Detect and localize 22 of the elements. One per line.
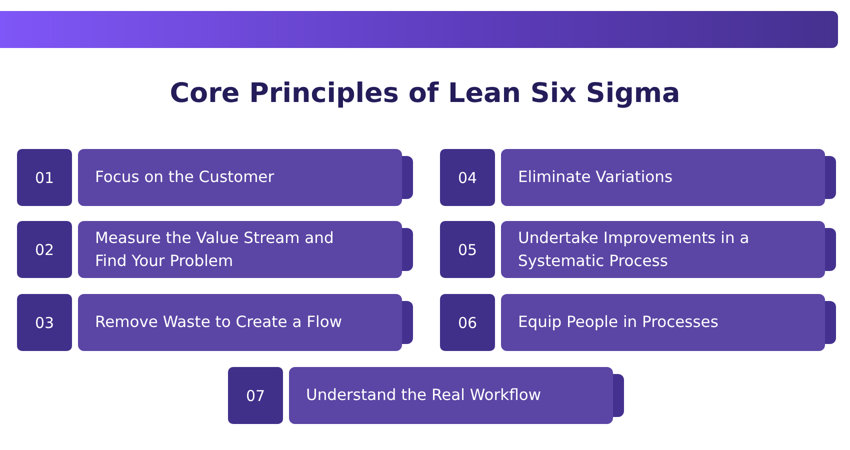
- principle-text: Remove Waste to Create a Flow: [95, 312, 342, 334]
- principle-text: Understand the Real Workflow: [306, 385, 542, 406]
- title: Core Principles of Lean Six Sigma: [168, 78, 682, 109]
- principle-text: Measure the Value Stream and Find Your Problem: [95, 228, 335, 272]
- number-tile: 02: [17, 221, 72, 278]
- principle-text: Undertake Improvements in a Systematic Process: [518, 228, 750, 272]
- principle-text: Focus on the Customer: [95, 167, 274, 188]
- principle-box: [78, 221, 402, 278]
- number-tile: 03: [17, 294, 72, 351]
- principle-box: [501, 221, 825, 278]
- principle-text: Equip People in Processes: [518, 312, 718, 334]
- principle-box: [289, 367, 613, 424]
- number-tile: 05: [440, 221, 495, 278]
- principle-box: [501, 149, 825, 206]
- principle-box: [501, 294, 825, 351]
- principle-box: [78, 149, 402, 206]
- number-tile: 04: [440, 149, 495, 206]
- principle-box: [78, 294, 402, 351]
- principle-text: Eliminate Variations: [518, 167, 673, 188]
- number-tile: 01: [17, 149, 72, 206]
- number-tile: 06: [440, 294, 495, 351]
- number-tile: 07: [228, 367, 283, 424]
